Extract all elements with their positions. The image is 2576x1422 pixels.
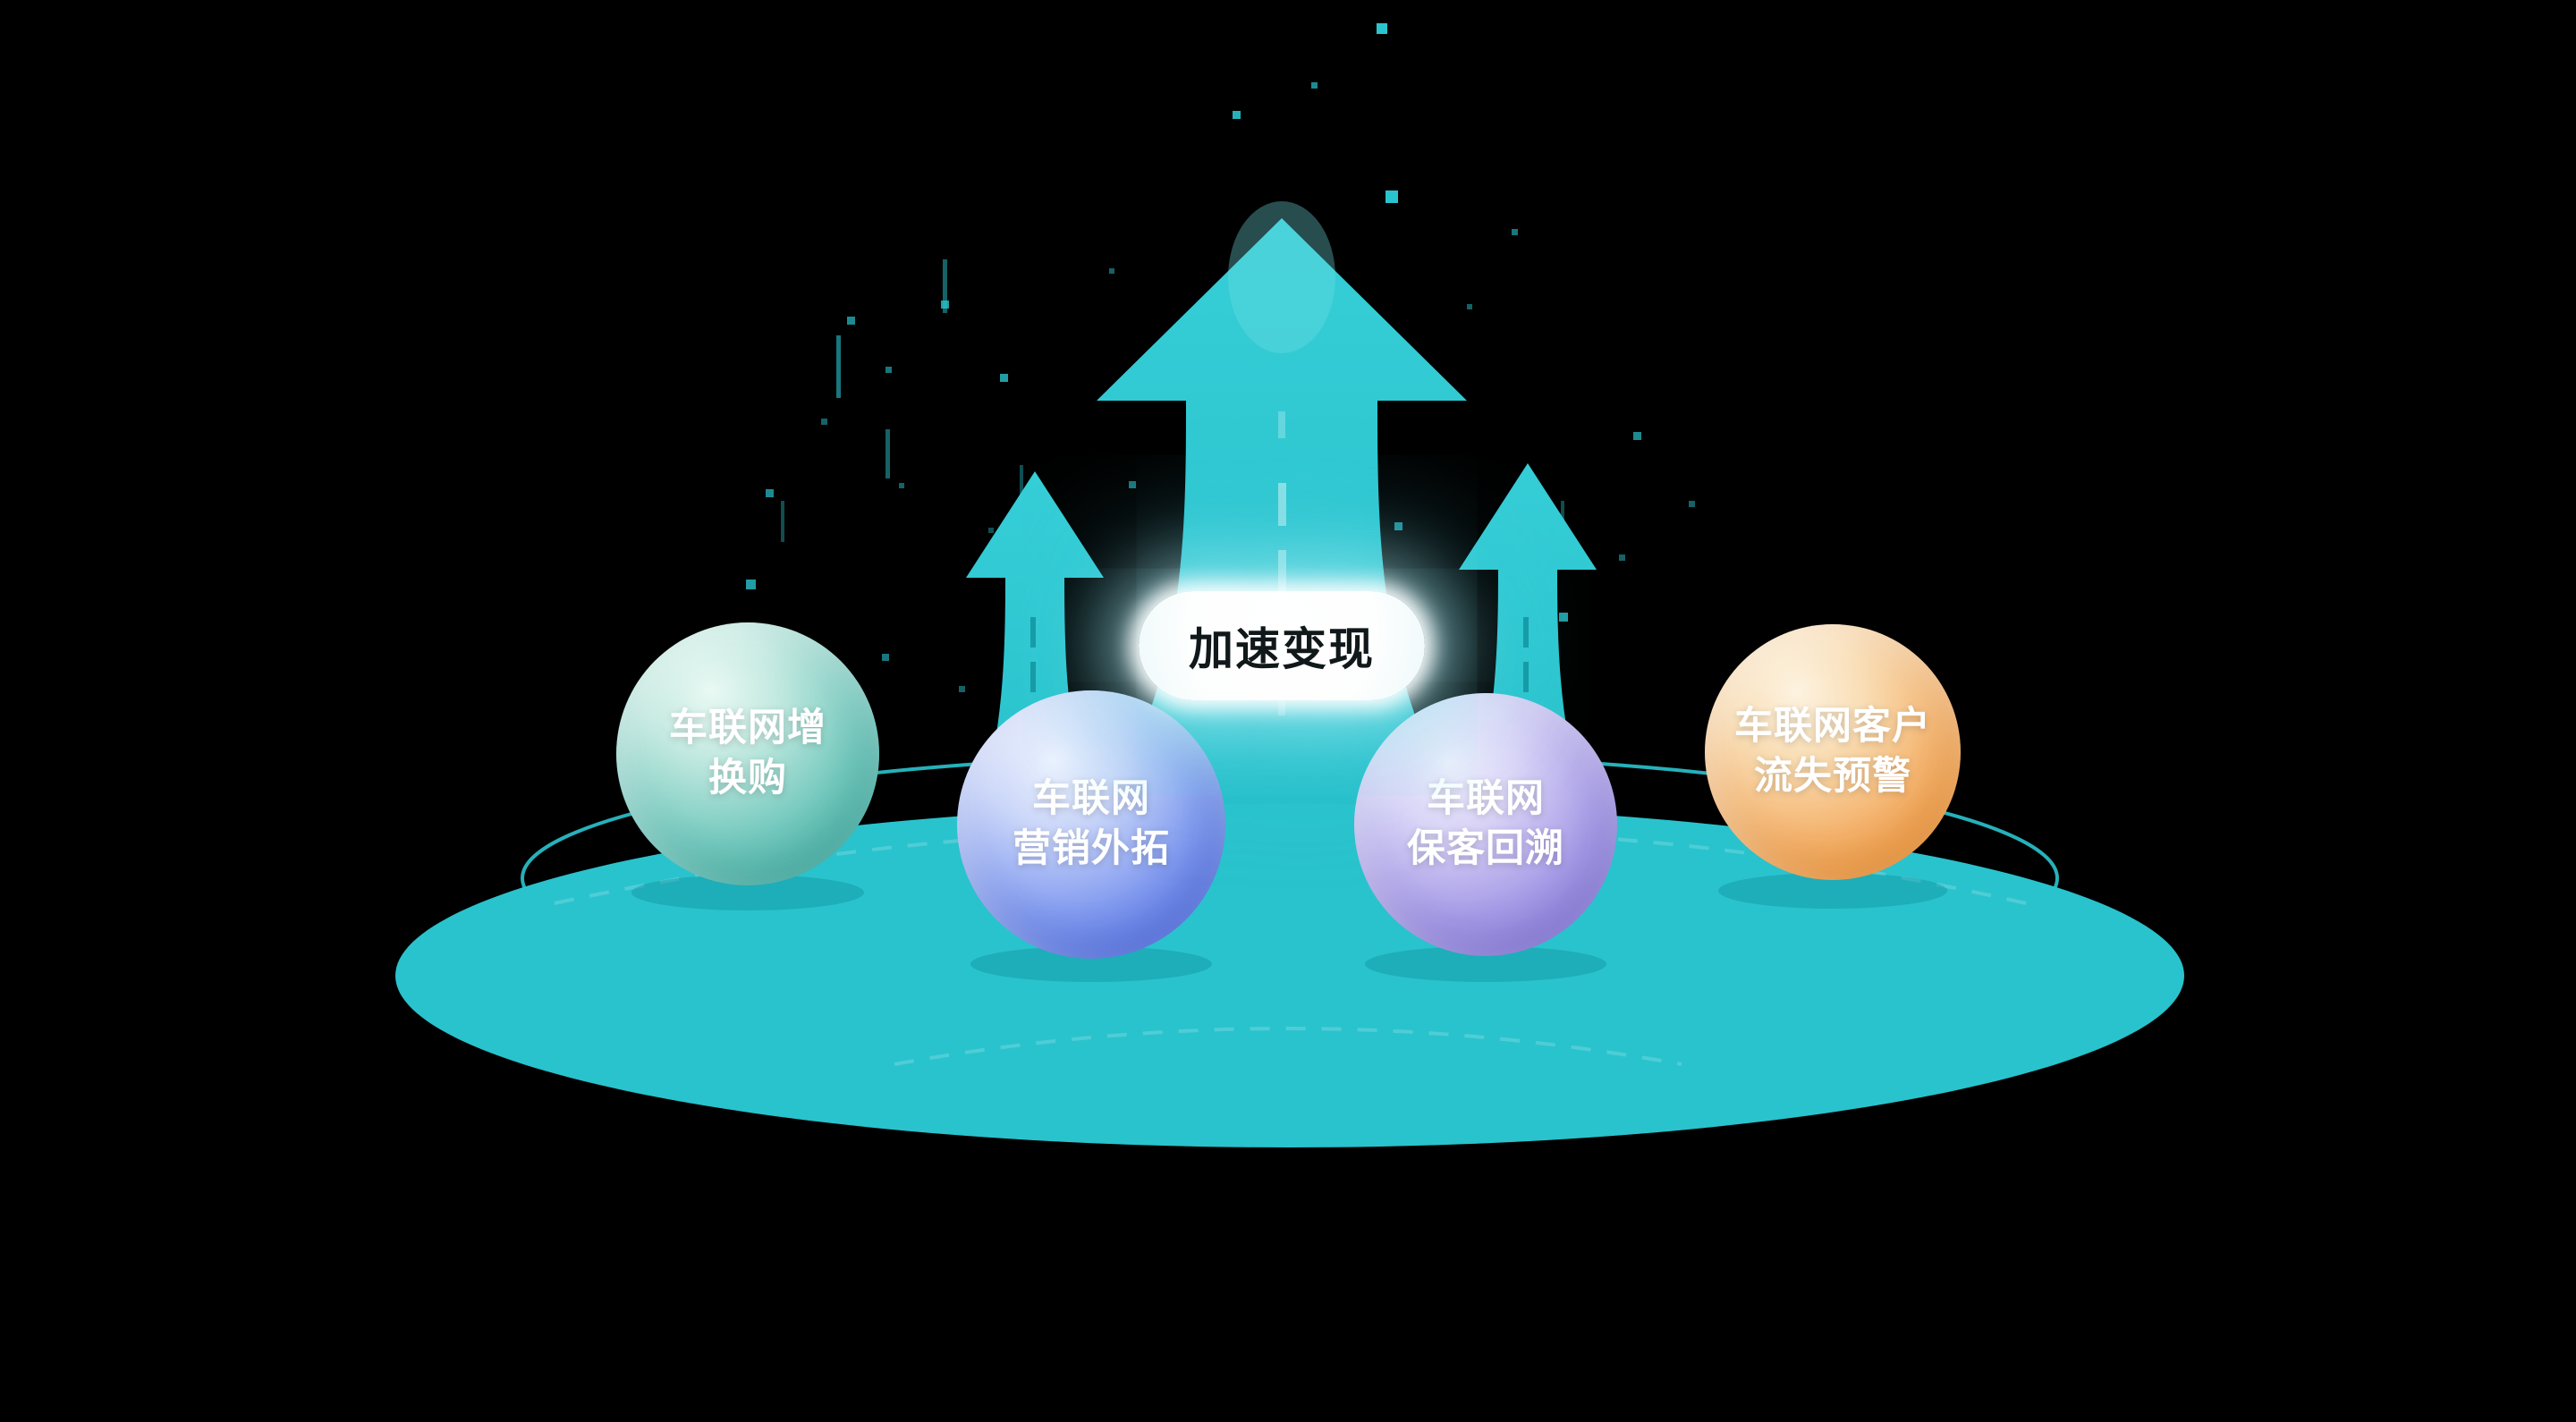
bubble-shadows (631, 873, 1947, 982)
bubble-label-line: 车联网增 (669, 707, 826, 750)
bubble-label-line: 营销外拓 (1013, 827, 1170, 870)
bubble-label-line: 车联网 (1032, 777, 1150, 821)
bubble-iov-trade-in: 车联网增 换购 (616, 622, 879, 885)
platform-ellipse (395, 804, 2184, 1147)
center-label: 加速变现 (1189, 624, 1375, 674)
arrow-tip-glow (1228, 201, 1335, 353)
bubble-iov-retention: 车联网 保客回溯 (1354, 693, 1617, 956)
bubble-label-line: 车联网 (1427, 777, 1545, 821)
bubble-label-line: 换购 (708, 757, 787, 800)
bubble-iov-marketing: 车联网 营销外拓 (957, 690, 1225, 959)
center-label-pill: 加速变现 (1139, 591, 1425, 700)
bubble-label-line: 保客回溯 (1407, 827, 1564, 870)
bubble-label-line: 车联网客户 (1734, 705, 1931, 749)
particle-streaks (781, 259, 1564, 546)
bubble-label-line: 流失预警 (1754, 755, 1911, 798)
bubble-iov-churn-warning: 车联网客户 流失预警 (1705, 624, 1961, 880)
